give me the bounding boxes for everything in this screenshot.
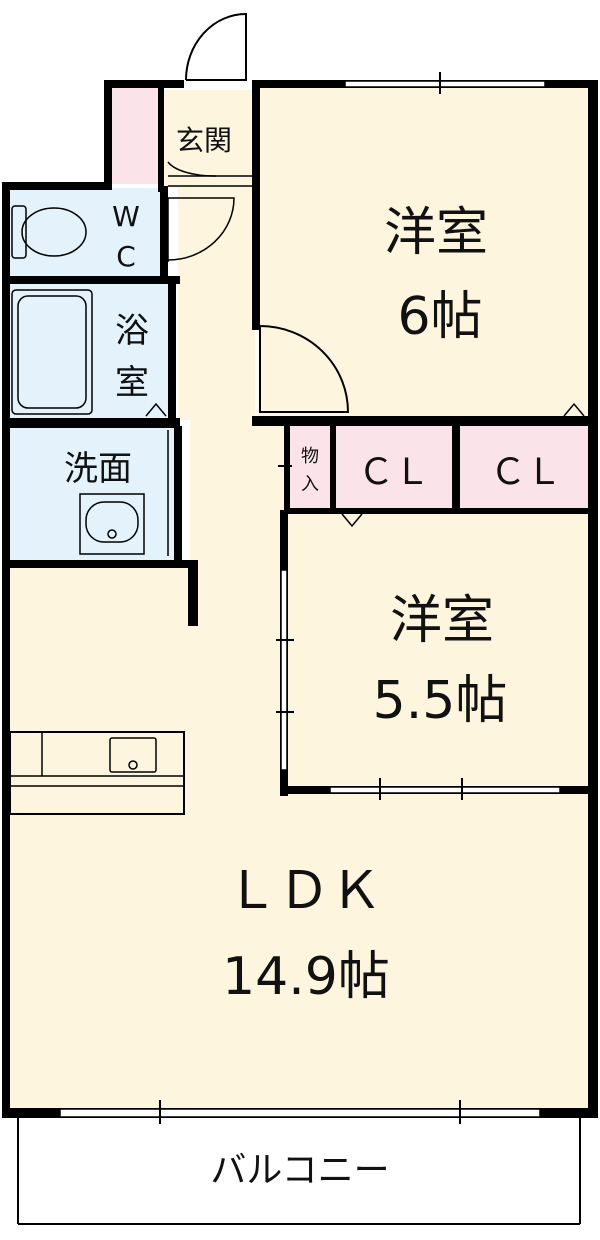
closet2-door-marker — [563, 402, 585, 417]
wash-basin-icon — [79, 493, 145, 555]
closet2-floor — [460, 426, 592, 510]
bedroom2-name: 洋室 — [390, 591, 494, 651]
bedroom1-door-swing — [259, 325, 350, 413]
bedroom1-name: 洋室 — [384, 203, 488, 263]
wc-door-swing — [167, 197, 235, 261]
ldk-size: 14.9帖 — [222, 947, 390, 1007]
storage-small-label-1: 物 — [301, 446, 319, 467]
bathtub-icon — [11, 289, 93, 415]
doors — [145, 12, 585, 556]
storage-small-label-2: 入 — [301, 474, 319, 495]
closet2-label: ＣＬ — [490, 452, 562, 493]
wall-storage-div1 — [330, 420, 336, 512]
bath-label-1: 浴 — [115, 311, 149, 351]
wall-storage-bottom — [284, 508, 598, 514]
wall-wc-bath — [2, 276, 180, 284]
bath-floor — [8, 282, 170, 422]
bedroom2-size: 5.5帖 — [373, 671, 508, 731]
wall-wet-right — [160, 186, 168, 282]
bath-label-2: 室 — [115, 363, 149, 403]
wc-label-c: C — [116, 240, 136, 273]
ldk-name: ＬＤＫ — [226, 861, 382, 921]
toilet-icon — [11, 205, 87, 259]
wall-wash-bottom — [2, 560, 198, 568]
room-fills — [8, 86, 592, 1226]
wall-wash-right — [174, 426, 182, 560]
balcony-label: バルコニー — [210, 1150, 389, 1191]
closet1-floor — [336, 426, 452, 510]
wall-storage-div2 — [452, 416, 460, 512]
window-bedroom2-bottom — [329, 786, 561, 794]
wall-left — [2, 182, 10, 1118]
bedroom1-floor — [258, 86, 592, 420]
windows — [59, 72, 561, 1124]
window-bedroom1-top — [344, 80, 546, 88]
wall-bedroom1-bottom — [252, 416, 598, 426]
wall-entrance-left — [104, 80, 112, 190]
wall-bedroom1-left — [252, 80, 260, 330]
sliding-door-bedroom2 — [280, 569, 288, 771]
wall-entrance-pink-right — [158, 88, 164, 192]
wall-bath-right — [168, 276, 176, 426]
bedroom1-size: 6帖 — [397, 287, 482, 347]
wall-stub — [188, 560, 198, 626]
washroom-label: 洗面 — [64, 449, 132, 489]
labels: 玄関 W C 浴 室 洗面 洋室 6帖 物 入 ＣＬ ＣＬ 洋室 5.5帖 ＬＤ… — [64, 124, 562, 1191]
wall-wc-top — [2, 182, 112, 190]
wall-storage-left — [284, 416, 290, 512]
bedroom2-floor — [286, 512, 592, 790]
storage-small-floor — [290, 426, 330, 510]
wall-right — [588, 80, 598, 1118]
bath-door-marker — [145, 402, 167, 417]
closet1-label: ＣＬ — [358, 452, 430, 493]
front-door-swing — [185, 12, 247, 81]
wc-label-w: W — [112, 200, 140, 233]
balcony-rail — [17, 1118, 581, 1225]
balcony-floor — [18, 1116, 580, 1226]
entrance-label: 玄関 — [176, 124, 232, 157]
fixtures — [9, 205, 185, 815]
closet1-door-marker — [341, 513, 363, 528]
window-ldk-bottom — [59, 1108, 541, 1118]
wall-top-entrance — [104, 80, 184, 88]
shoe-storage-floor — [108, 88, 158, 184]
ldk-floor — [8, 90, 592, 1110]
wall-bath-wash — [2, 418, 180, 428]
